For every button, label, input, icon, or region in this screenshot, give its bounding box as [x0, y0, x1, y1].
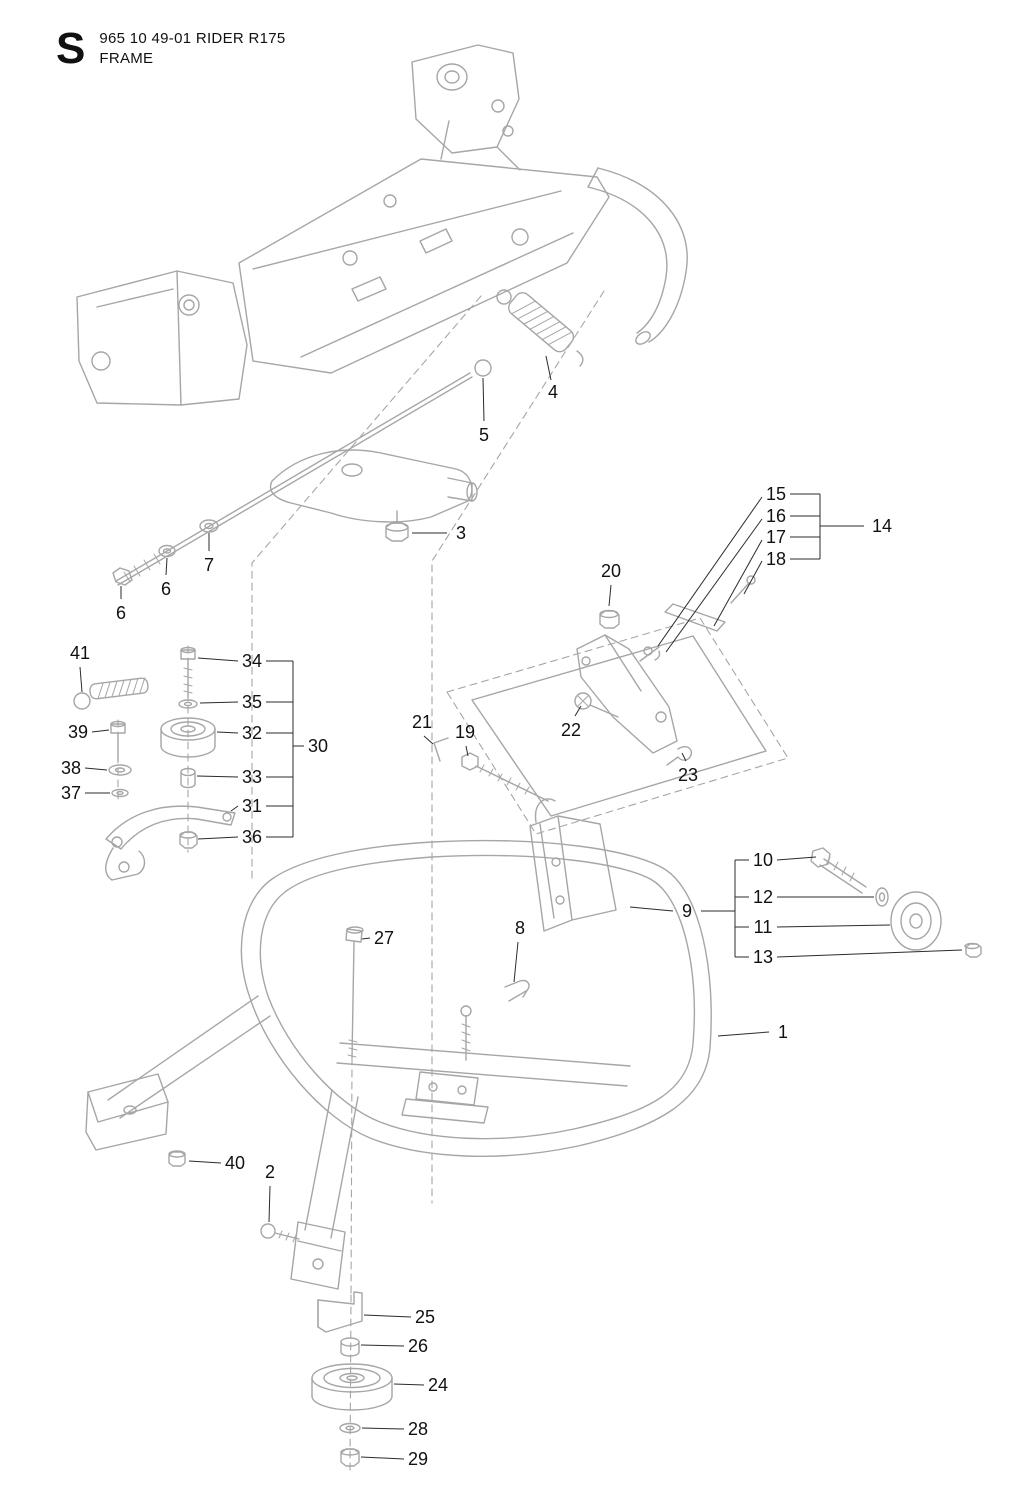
leader-line-28	[361, 1427, 405, 1430]
front-bracket-drawing	[85, 995, 359, 1290]
tension-spring-drawing	[496, 289, 584, 367]
part-callout-25: 25	[415, 1307, 435, 1327]
part-callout-17: 17	[766, 527, 786, 547]
leader-line-24	[393, 1383, 425, 1386]
leader-line-20	[608, 584, 612, 607]
part-callout-28: 28	[408, 1419, 428, 1439]
leader-line-5	[482, 377, 485, 422]
leader-line-38	[84, 767, 108, 771]
diagram-title: FRAME	[99, 50, 154, 67]
pulley-bracket-left-drawing	[73, 646, 236, 881]
part-callout-15: 15	[766, 484, 786, 504]
part-callout-33: 33	[242, 767, 262, 787]
part-callout-9: 9	[682, 901, 692, 921]
bottom-pulley-drawing	[311, 1291, 393, 1467]
part-callout-26: 26	[408, 1336, 428, 1356]
part-callout-12: 12	[753, 887, 773, 907]
part-callout-23: 23	[678, 765, 698, 785]
section-letter: S	[56, 24, 86, 73]
leader-line-22	[574, 705, 582, 717]
frame-line-art	[73, 44, 982, 1471]
part-callout-21: 21	[412, 712, 432, 732]
part-callout-32: 32	[242, 723, 262, 743]
part-callout-39: 39	[68, 722, 88, 742]
leader-line-19	[465, 745, 469, 757]
tension-rod-drawing	[112, 359, 492, 586]
leader-line-1	[717, 1031, 770, 1037]
part-callout-5: 5	[479, 425, 489, 445]
leader-line-39	[91, 729, 110, 733]
part-callout-1: 1	[778, 1022, 788, 1042]
part-callout-6: 6	[116, 603, 126, 623]
part-callout-16: 16	[766, 506, 786, 526]
leader-line-31	[230, 805, 239, 812]
callout-connector-lines	[79, 355, 963, 1460]
part-callout-11: 11	[754, 917, 773, 937]
part-callout-8: 8	[515, 918, 525, 938]
part-callout-27: 27	[374, 928, 394, 948]
leader-line-16	[665, 518, 763, 653]
part-callout-38: 38	[61, 758, 81, 778]
leader-line-9	[629, 906, 674, 912]
part-callout-3: 3	[456, 523, 466, 543]
upper-chassis-drawing	[76, 44, 688, 542]
part-callout-41: 41	[70, 643, 90, 663]
leader-line-4	[545, 355, 552, 381]
part-callout-34: 34	[242, 651, 262, 671]
leader-line-21	[423, 735, 434, 745]
leader-line-23	[681, 752, 687, 762]
leader-line-36	[197, 836, 239, 840]
part-callout-40: 40	[225, 1153, 245, 1173]
part-callout-37: 37	[61, 783, 81, 803]
leader-line-40	[188, 1160, 222, 1164]
part-callout-31: 31	[242, 796, 262, 816]
part-callout-30: 30	[308, 736, 328, 756]
leader-line-6	[165, 557, 168, 576]
leader-line-10	[776, 856, 817, 861]
main-frame-drawing	[240, 839, 712, 1157]
mount-bracket-drawing	[433, 575, 767, 817]
leader-line-18	[743, 560, 763, 595]
leader-line-17	[713, 539, 763, 627]
part-callout-35: 35	[242, 692, 262, 712]
leader-line-35	[199, 701, 239, 704]
part-callout-36: 36	[242, 827, 262, 847]
leader-line-8	[513, 941, 519, 983]
part-callout-4: 4	[548, 382, 558, 402]
leader-line-11	[776, 924, 891, 928]
part-callout-22: 22	[561, 720, 581, 740]
part-callout-19: 19	[455, 722, 475, 742]
part-callout-18: 18	[766, 549, 786, 569]
leader-line-25	[363, 1314, 412, 1318]
leader-line-26	[360, 1344, 405, 1347]
page-header: S 965 10 49-01 RIDER R175 FRAME	[56, 26, 286, 72]
leader-line-13	[776, 949, 963, 958]
part-callout-2: 2	[265, 1162, 275, 1182]
part-callout-20: 20	[601, 561, 621, 581]
part-number-title: 965 10 49-01 RIDER R175	[99, 30, 286, 47]
part-callout-14: 14	[872, 516, 892, 536]
strap-bracket-drawing	[529, 798, 617, 932]
leader-line-15	[657, 496, 763, 647]
part-callout-6: 6	[161, 579, 171, 599]
leader-line-33	[196, 775, 239, 778]
leader-line-27	[361, 937, 371, 940]
leader-line-41	[79, 666, 83, 693]
leader-line-29	[360, 1456, 405, 1460]
part-callout-24: 24	[428, 1375, 448, 1395]
part-callout-29: 29	[408, 1449, 428, 1469]
part-callout-10: 10	[753, 850, 773, 870]
part-callout-13: 13	[753, 947, 773, 967]
leader-line-2	[268, 1185, 271, 1223]
caster-wheel-drawing	[810, 847, 982, 958]
header-titles: 965 10 49-01 RIDER R175 FRAME	[99, 26, 285, 69]
part-callout-7: 7	[204, 555, 214, 575]
leader-line-32	[216, 731, 239, 734]
leader-line-34	[197, 657, 239, 662]
